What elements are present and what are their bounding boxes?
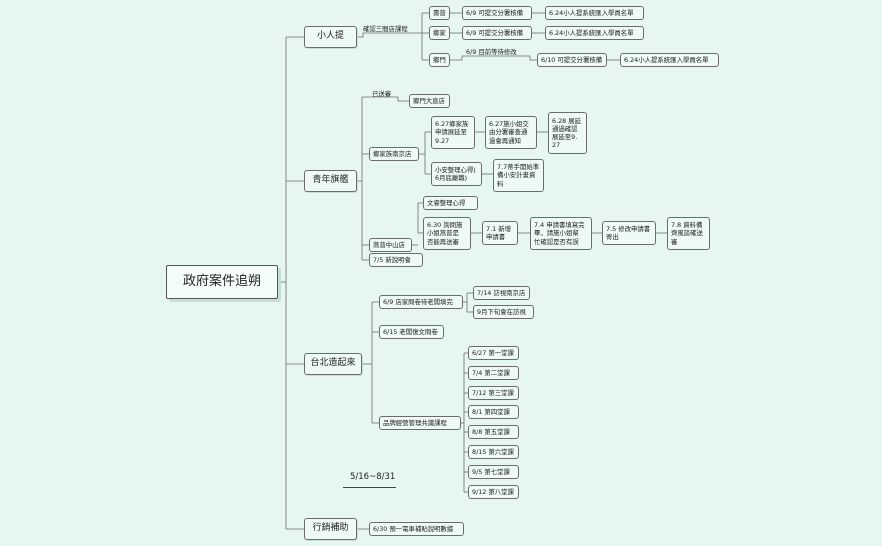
node-xiangmen-submit[interactable]: 6/10 可提交分署核備 [537,53,607,67]
node-xiangmen[interactable]: 鄉門 [429,53,450,67]
branch-taipei-rise[interactable]: 台北造起來 [304,353,362,375]
node-xiangjia-import[interactable]: 6.24小人提系統匯入學員名單 [545,26,644,40]
course-session-item[interactable]: 8/1 第四堂課 [468,405,519,419]
b2-child-line [362,96,409,102]
label-waiting-revision: 6/9 目前等待修改 [466,48,517,56]
node-shoupu[interactable]: 壽普 [429,6,450,20]
date-range-underline [343,487,396,488]
node-visit-nanjing[interactable]: 7/14 訪視南京店 [473,286,530,300]
node-xiangjia-submit[interactable]: 6/9 可提交分署核備 [462,26,532,40]
node-ask-resubmit[interactable]: 6.30 詢問施 小姐蒿普是 否能再送審 [423,217,471,250]
node-ev-subsidy[interactable]: 6/30 預一電車補貼說明數據 [369,522,464,536]
root-topic[interactable]: 政府案件追朔 [166,265,278,299]
node-review-notice[interactable]: 6.27施小姐交 由分署審查通 過會再通知 [485,116,537,149]
node-plan-prep[interactable]: 7.7蒂手開始準 備小安計畫資 料 [493,159,544,192]
node-shoupu-submit[interactable]: 6/9 可提交分署核備 [462,6,532,20]
date-range-label: 5/16~8/31 [350,472,396,482]
node-new-application[interactable]: 7.1 新增 申請書 [482,221,518,245]
course-session-item[interactable]: 8/8 第五堂課 [468,425,519,439]
node-extension-apply[interactable]: 6.27鄉家族 申請展延至 9.27 [431,116,475,149]
course-session-item[interactable]: 9/12 第八堂課 [468,485,519,499]
b1-label-line [357,32,422,38]
course-session-item[interactable]: 7/4 第二堂課 [468,366,519,380]
course-session-item[interactable]: 7/12 第三堂課 [468,386,519,400]
node-owner-reply[interactable]: 6/15 老闆復文問卷 [379,325,444,339]
node-new-briefing[interactable]: 7/5 新說明會 [369,253,423,267]
branch-xiaorenti[interactable]: 小人提 [304,26,357,48]
branch-youth-flagship[interactable]: 青年旗艦 [304,170,357,192]
node-xiangmen-dazhi[interactable]: 鄉門大直店 [409,94,450,108]
node-xiaoan-report[interactable]: 小安整理心得( 6月底離職) [431,162,482,186]
label-submitted: 已送審 [372,90,392,98]
node-extension-approved[interactable]: 6.28 展延 通過確認 展延至9. 27 [548,112,587,154]
node-revise-send[interactable]: 7.5 修改申請書 寄出 [602,221,656,245]
course-session-item[interactable]: 6/27 第一堂課 [468,346,519,360]
branch-marketing-subsidy[interactable]: 行銷補助 [304,518,357,540]
node-questionnaire-pending[interactable]: 6/9 店家問卷待老闆填完 [379,295,463,309]
node-docs-ready[interactable]: 7.8 資料備 齊風談確送 審 [667,217,710,250]
node-visit-september[interactable]: 9月下旬會在訪視 [473,305,534,319]
node-shoupu-import[interactable]: 6.24小人提系統匯入學員名單 [545,6,644,20]
node-brand-course[interactable]: 品牌經營管理共識課程 [379,416,461,430]
node-wenrui-report[interactable]: 文睿整理心得 [423,196,478,210]
course-session-item[interactable]: 8/15 第六堂課 [468,445,519,459]
node-xiangjia[interactable]: 鄉家 [429,26,450,40]
course-session-item[interactable]: 9/5 第七堂課 [468,465,519,479]
b1-line [450,55,537,61]
node-xiangjiazu-nanjing[interactable]: 鄉家族南京店 [369,147,419,161]
node-xiangmen-import[interactable]: 6.24小人提系統匯入學員名單 [620,53,719,67]
label-confirm-courses: 確認三間店課程 [363,25,408,33]
node-haopu-zhongshan[interactable]: 蒿普中山店 [369,238,412,252]
node-application-filled[interactable]: 7.4 申請書填寫完 畢，請施小姐幫 忙確認是否有誤 [530,217,592,250]
